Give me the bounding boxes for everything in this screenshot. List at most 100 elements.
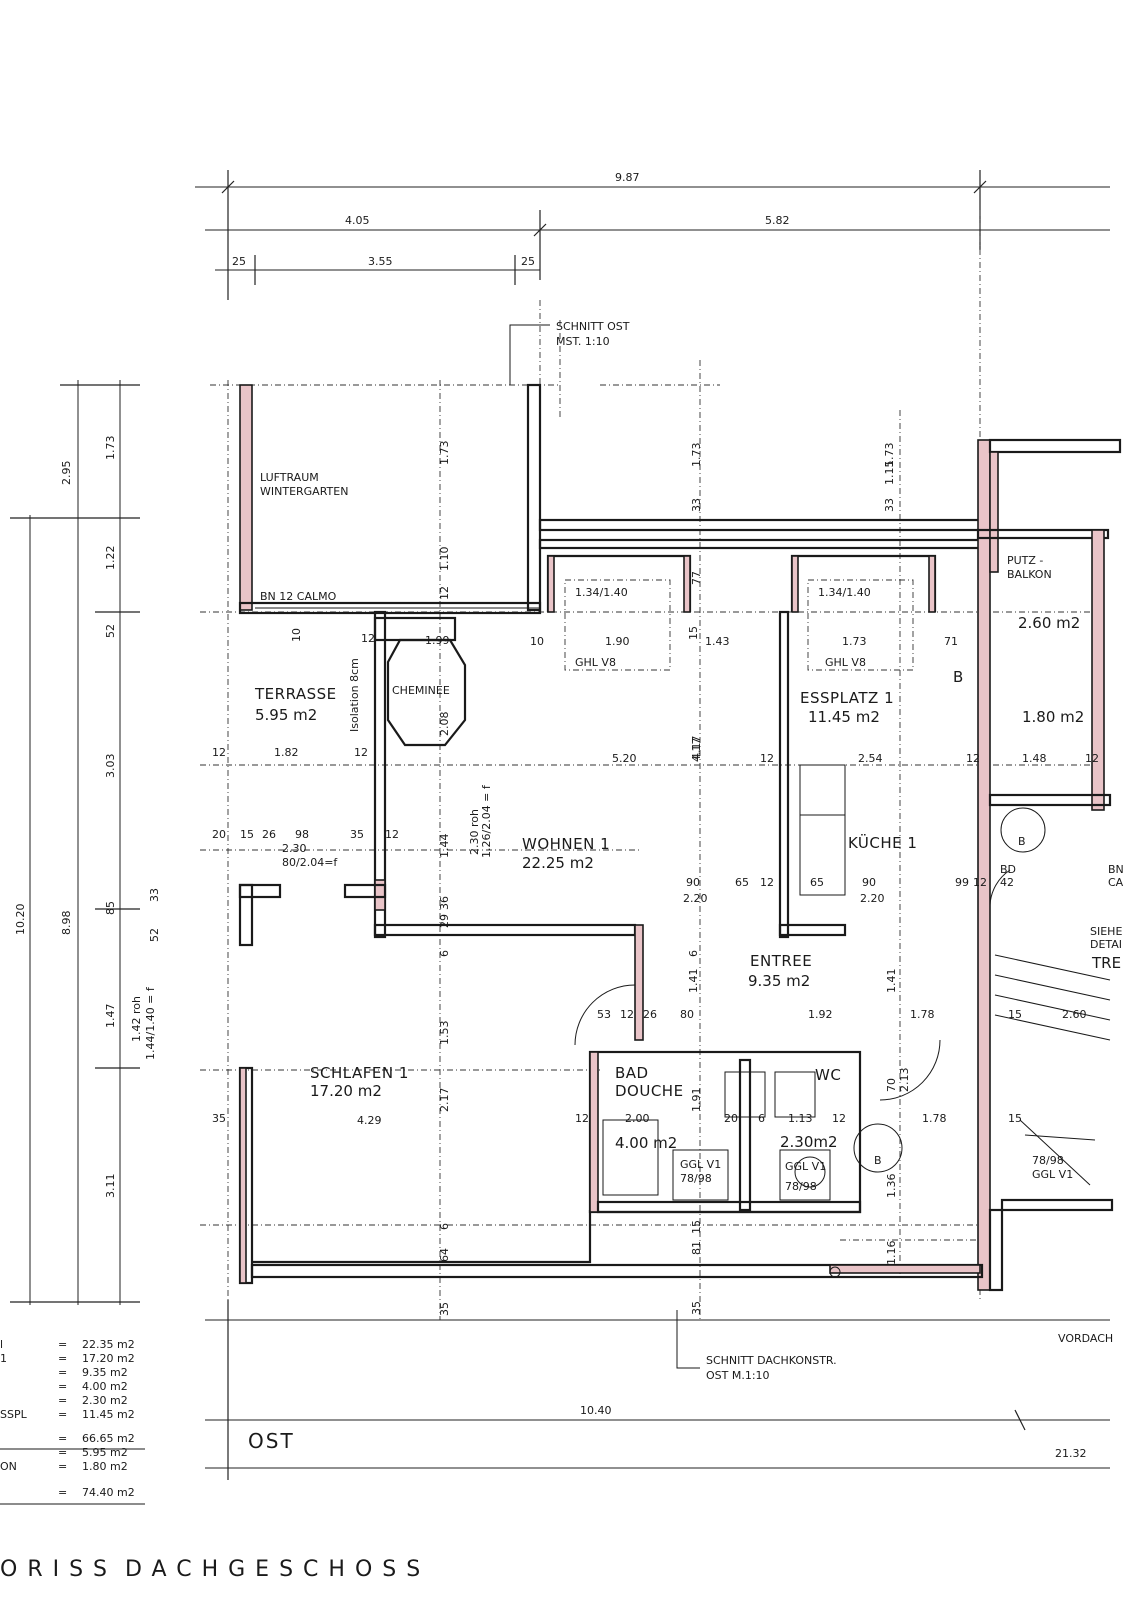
inner-dimension-label: 2.20 [860, 892, 885, 905]
dim-898: 8.98 [60, 911, 73, 936]
window-1-label: 1.34/1.40 [575, 586, 628, 599]
isolation-label: Isolation 8cm [348, 658, 361, 732]
walls [238, 383, 1122, 1292]
schedule-value: 22.35 m2 [82, 1338, 135, 1351]
dim-173-left: 1.73 [104, 436, 117, 461]
inner-dimension-label: 12 [832, 1112, 846, 1125]
room-putz: PUTZ - [1007, 554, 1043, 567]
schedule-eq: = [58, 1352, 67, 1365]
inner-dimension-label: 4.17 [690, 736, 703, 761]
inner-dimension-label: 1.15 [883, 461, 896, 486]
room-balkon-area: 2.60 m2 [1018, 614, 1080, 632]
vordach-label: VORDACH [1058, 1332, 1113, 1345]
inner-dimension-label: 1.41 [885, 969, 898, 994]
room-balkon2-area: 1.80 m2 [1022, 708, 1084, 726]
inner-dimension-label: 1.82 [274, 746, 299, 759]
dim-overall-width: 9.87 [615, 171, 640, 184]
inner-dimension-label: 1.78 [910, 1008, 935, 1021]
room-labels: LUFTRAUM WINTERGARTEN TERRASSE 5.95 m2 W… [254, 471, 1084, 1152]
inner-dimension-label: 35 [350, 828, 364, 841]
inner-dimension-label: 12 [354, 746, 368, 759]
inner-dimension-label: 12 [212, 746, 226, 759]
inner-dimension-label: 1.13 [788, 1112, 813, 1125]
top-dimension-chains: 9.87 4.05 5.82 25 3.55 25 [195, 170, 1110, 300]
schedule-value: 4.00 m2 [82, 1380, 128, 1393]
inner-dimension-label: 26 [643, 1008, 657, 1021]
inner-dimension-label: 1.53 [438, 1021, 451, 1046]
inner-dimension-label: 12 [385, 828, 399, 841]
bn-label: BN [1108, 863, 1124, 876]
inner-dimension-label: 1.73 [883, 443, 896, 468]
schedule-label: l [0, 1338, 3, 1351]
inner-dimension-label: 12 [1085, 752, 1099, 765]
inner-dimension-label: 1.92 [808, 1008, 833, 1021]
schedule-eq: = [58, 1408, 67, 1421]
inner-dimension-label: 15 [240, 828, 254, 841]
room-terrasse-area: 5.95 m2 [255, 706, 317, 724]
schedule-eq: = [58, 1366, 67, 1379]
schedule-value: 9.35 m2 [82, 1366, 128, 1379]
inner-dimension-label: 2.54 [858, 752, 883, 765]
inner-dimension-label: 33 [883, 498, 896, 512]
inner-dimension-label: 1.73 [438, 441, 451, 466]
schedule-eq: = [58, 1460, 67, 1473]
room-wc-area: 2.30m2 [780, 1133, 838, 1151]
dim-52: 52 [104, 624, 117, 638]
fixtures [564, 579, 1111, 1278]
left-dimension-chains: 2.95 1.73 1.22 52 3.03 10.20 8.98 85 52 … [10, 380, 161, 1305]
schedule-eq: = [58, 1486, 67, 1499]
dim-1020: 10.20 [14, 904, 27, 936]
ggl-2-size: 78/98 [785, 1180, 817, 1193]
inner-dimension-label: 12 [575, 1112, 589, 1125]
room-schlafen-area: 17.20 m2 [310, 1082, 382, 1100]
room-kueche: KÜCHE 1 [848, 833, 917, 852]
inner-dimension-label: 1.91 [690, 1088, 703, 1113]
inner-dimension-label: 12 [361, 632, 375, 645]
inner-dimension-label: 4.29 [357, 1114, 382, 1127]
inner-dimension-label: 29 [438, 914, 451, 928]
inner-dimension-label: 2.20 [683, 892, 708, 905]
inner-dimension-label: 1.90 [605, 635, 630, 648]
ggl-2-label: GGL V1 [785, 1160, 826, 1173]
view-label-ost: OST [248, 1429, 295, 1453]
plan-title-prefix: ORISS [0, 1557, 117, 1582]
room-essplatz-area: 11.45 m2 [808, 708, 880, 726]
room-bad: BAD [615, 1064, 649, 1082]
room-bad-area: 4.00 m2 [615, 1134, 677, 1152]
inner-dimension-label: 1.41 [687, 969, 700, 994]
dim-147: 1.47 [104, 1004, 117, 1029]
inner-dimension-label: 1.73 [842, 635, 867, 648]
inner-dimension-label: 1.99 [425, 634, 450, 647]
room-balkon: BALKON [1007, 568, 1052, 581]
schedule-value: 17.20 m2 [82, 1352, 135, 1365]
inner-dimension-label: 20 [212, 828, 226, 841]
inner-dimension-label: 12 [760, 876, 774, 889]
inner-dimension-label: 15 [1008, 1008, 1022, 1021]
inner-dimension-label: 71 [944, 635, 958, 648]
inner-dimension-label: 70 [885, 1078, 898, 1092]
inner-dimension-label: 2.08 [438, 712, 451, 737]
inner-dimension-label: 1.78 [922, 1112, 947, 1125]
inner-dimension-label: 99 [955, 876, 969, 889]
inner-dimension-label: 1.73 [690, 443, 703, 468]
inner-dimension-label: 15 [1008, 1112, 1022, 1125]
room-entree-area: 9.35 m2 [748, 972, 810, 990]
schedule-eq: = [58, 1446, 67, 1459]
room-entree: ENTREE [750, 952, 812, 970]
schedule-eq: = [58, 1380, 67, 1393]
inner-dimension-label: 2.00 [625, 1112, 650, 1125]
inner-dimension-label: 53 [597, 1008, 611, 1021]
inner-dimension-label: 15 [687, 626, 700, 640]
inner-dimension-label: 5.20 [612, 752, 637, 765]
schedule-label: SSPL [0, 1408, 28, 1421]
inner-dimension-label: 6 [438, 950, 451, 957]
dim-303: 3.03 [104, 754, 117, 779]
dim-33: 33 [148, 888, 161, 902]
siehe-label: SIEHE [1090, 925, 1122, 938]
ggl-1-size: 78/98 [680, 1172, 712, 1185]
inner-dimension-label: 10 [290, 628, 303, 642]
inner-dimension-label: 65 [810, 876, 824, 889]
inner-dimension-label: 33 [690, 498, 703, 512]
bd-42-label: 42 [1000, 876, 1014, 889]
